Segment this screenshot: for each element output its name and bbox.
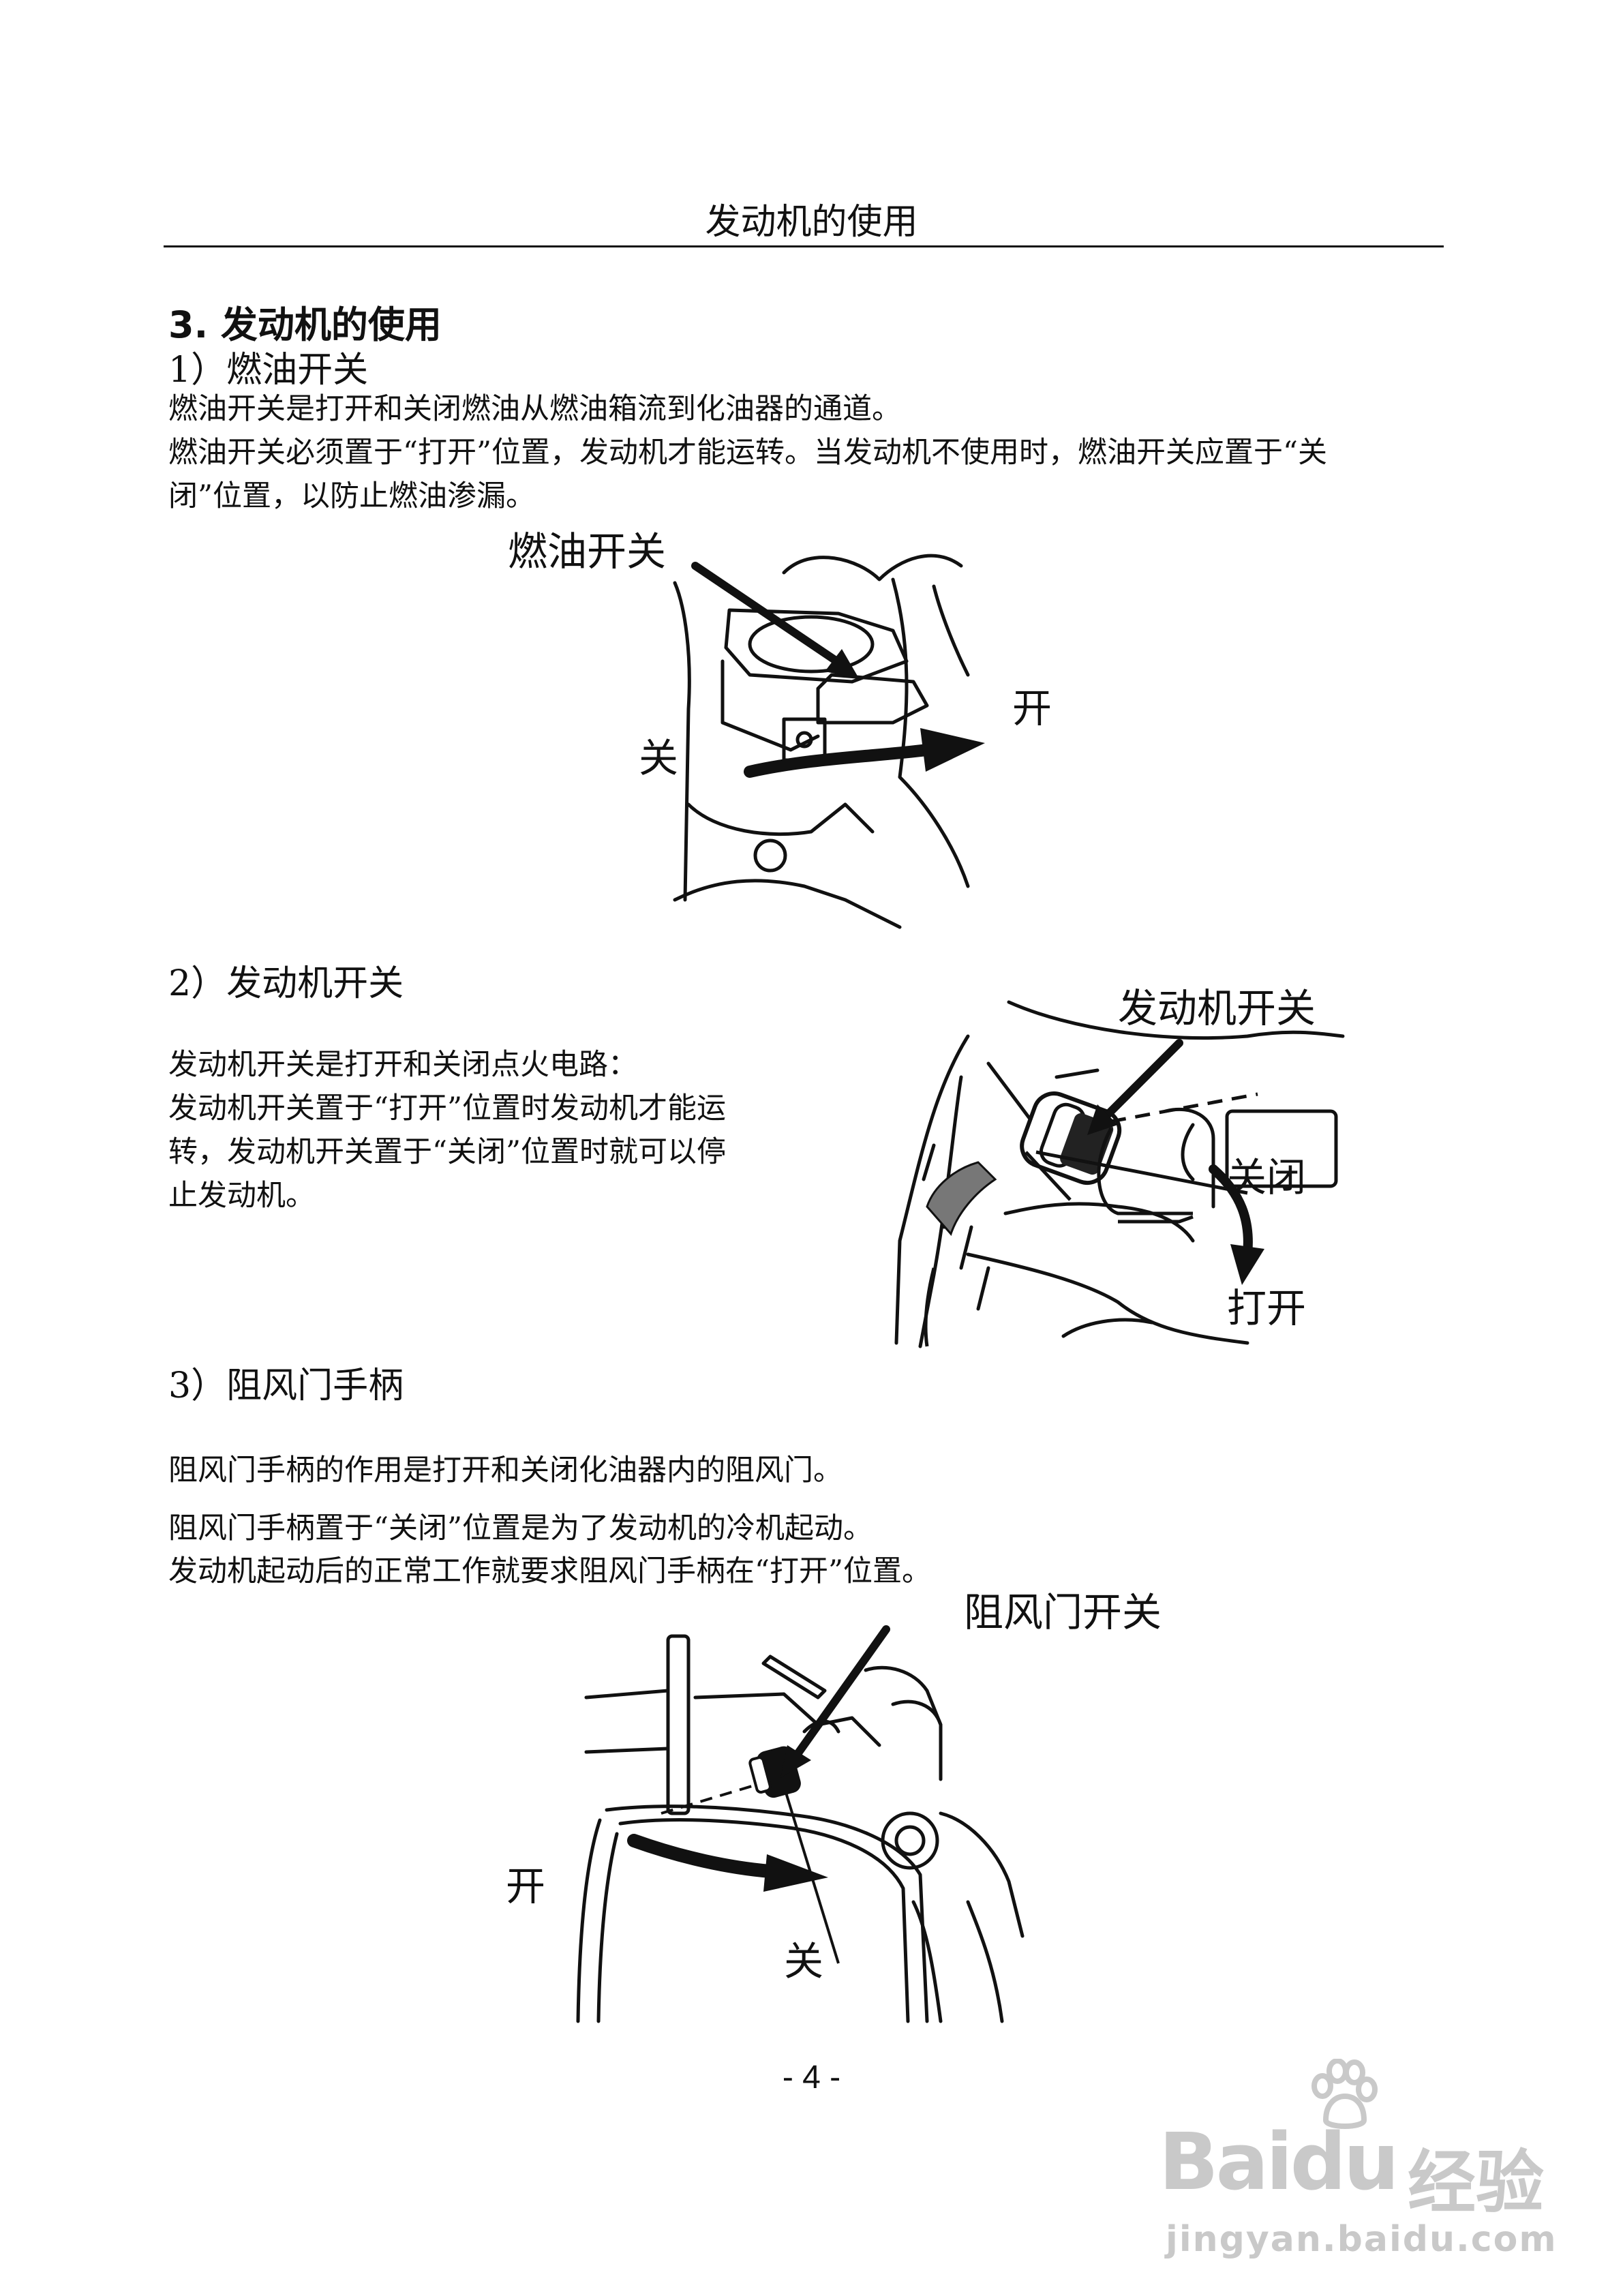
choke-switch-label: 阻风门开关 xyxy=(964,1589,1162,1635)
fuel-switch-off-label: 关 xyxy=(639,735,679,781)
choke-heading: 3）阻风门手柄 xyxy=(168,1365,404,1406)
engine-switch-line1: 发动机开关是打开和关闭点火电路： xyxy=(168,1048,637,1082)
page-header-title: 发动机的使用 xyxy=(705,202,918,243)
engine-switch-label: 发动机开关 xyxy=(1118,985,1316,1031)
engine-switch-line4: 止发动机。 xyxy=(168,1179,315,1213)
engine-switch-heading: 2）发动机开关 xyxy=(168,963,404,1004)
header-rule xyxy=(164,245,1444,247)
fuel-switch-illustration xyxy=(673,554,985,929)
page-number: - 4 - xyxy=(782,2059,841,2096)
watermark-brand2: du xyxy=(1290,2117,1399,2208)
choke-para2: 阻风门手柄置于“关闭”位置是为了发动机的冷机起动。 xyxy=(168,1511,873,1545)
engine-switch-off-label: 关闭 xyxy=(1227,1154,1307,1200)
fuel-switch-heading: 1）燃油开关 xyxy=(168,350,369,391)
fuel-switch-on-label: 开 xyxy=(1012,685,1052,731)
watermark-brand: Bai xyxy=(1159,2117,1293,2208)
fuel-switch-para1: 燃油开关是打开和关闭燃油从燃油箱流到化油器的通道。 xyxy=(168,392,901,426)
engine-switch-line3: 转，发动机开关置于“关闭”位置时就可以停 xyxy=(168,1135,726,1169)
choke-on-label: 开 xyxy=(506,1863,546,1909)
choke-para3: 发动机起动后的正常工作就要求阻风门手柄在“打开”位置。 xyxy=(168,1554,931,1588)
engine-switch-illustration xyxy=(894,1000,1345,1348)
section-heading: 3. 发动机的使用 xyxy=(168,303,442,346)
choke-para1: 阻风门手柄的作用是打开和关闭化油器内的阻风门。 xyxy=(168,1453,843,1487)
fuel-switch-para2-line2: 闭”位置，以防止燃油渗漏。 xyxy=(168,479,535,513)
engine-switch-on-label: 打开 xyxy=(1227,1285,1307,1331)
paw-icon xyxy=(1311,2059,1378,2129)
fuel-switch-label: 燃油开关 xyxy=(508,528,667,575)
watermark-url: jingyan.baidu.com xyxy=(1166,2219,1558,2260)
baidu-watermark: Baidu 经验 jingyan.baidu.com xyxy=(1159,2059,1568,2263)
choke-illustration xyxy=(576,1625,1025,2023)
watermark-cn: 经验 xyxy=(1408,2143,1544,2222)
fuel-switch-para2-line1: 燃油开关必须置于“打开”位置，发动机才能运转。当发动机不使用时，燃油开关应置于“… xyxy=(168,436,1327,470)
engine-switch-line2: 发动机开关置于“打开”位置时发动机才能运 xyxy=(168,1091,726,1126)
choke-off-label: 关 xyxy=(784,1938,824,1984)
